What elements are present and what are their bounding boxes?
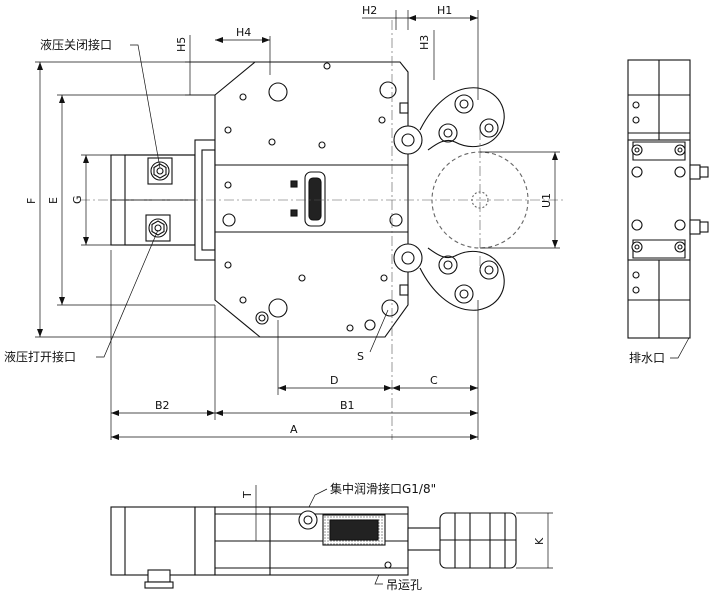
callout-hydraulic-open-port: 液压打开接口 xyxy=(4,349,76,364)
top-view xyxy=(110,506,517,589)
front-view xyxy=(110,61,529,338)
dim-g: G xyxy=(71,195,84,204)
center-lines xyxy=(80,20,565,440)
upper-jaw xyxy=(393,87,505,155)
dim-h1: H1 xyxy=(437,4,452,17)
dim-t: T xyxy=(241,491,254,499)
dim-s: S xyxy=(357,350,364,363)
dim-f: F xyxy=(25,198,38,204)
lower-jaw xyxy=(393,243,505,311)
dim-u1: U1 xyxy=(540,193,553,208)
dim-b2: B2 xyxy=(155,399,170,412)
callout-hydraulic-close-port: 液压关闭接口 xyxy=(40,37,112,52)
upper-lift-hole xyxy=(379,81,397,99)
close-port-fitting xyxy=(147,157,173,185)
dim-h5: H5 xyxy=(175,37,188,52)
dim-k: K xyxy=(533,537,546,545)
lower-lift-hole xyxy=(381,299,399,317)
dimension-lines xyxy=(35,10,560,440)
dim-h3: H3 xyxy=(418,35,431,50)
callout-lube-port: 集中润滑接口G1/8" xyxy=(330,481,436,496)
dim-c: C xyxy=(430,374,438,387)
dim-e: E xyxy=(47,197,60,204)
dim-h2: H2 xyxy=(362,4,377,17)
callout-lifting-hole: 吊运孔 xyxy=(386,578,422,592)
dim-h4: H4 xyxy=(236,26,251,39)
dim-a: A xyxy=(290,423,298,436)
callout-drain-port: 排水口 xyxy=(629,351,665,365)
logo-plate xyxy=(304,171,326,227)
dim-d: D xyxy=(330,374,338,387)
dim-b1: B1 xyxy=(340,399,355,412)
arrowheads xyxy=(37,15,558,440)
side-view xyxy=(627,59,709,339)
open-port-fitting xyxy=(145,214,171,242)
top-view-dims xyxy=(255,485,553,569)
